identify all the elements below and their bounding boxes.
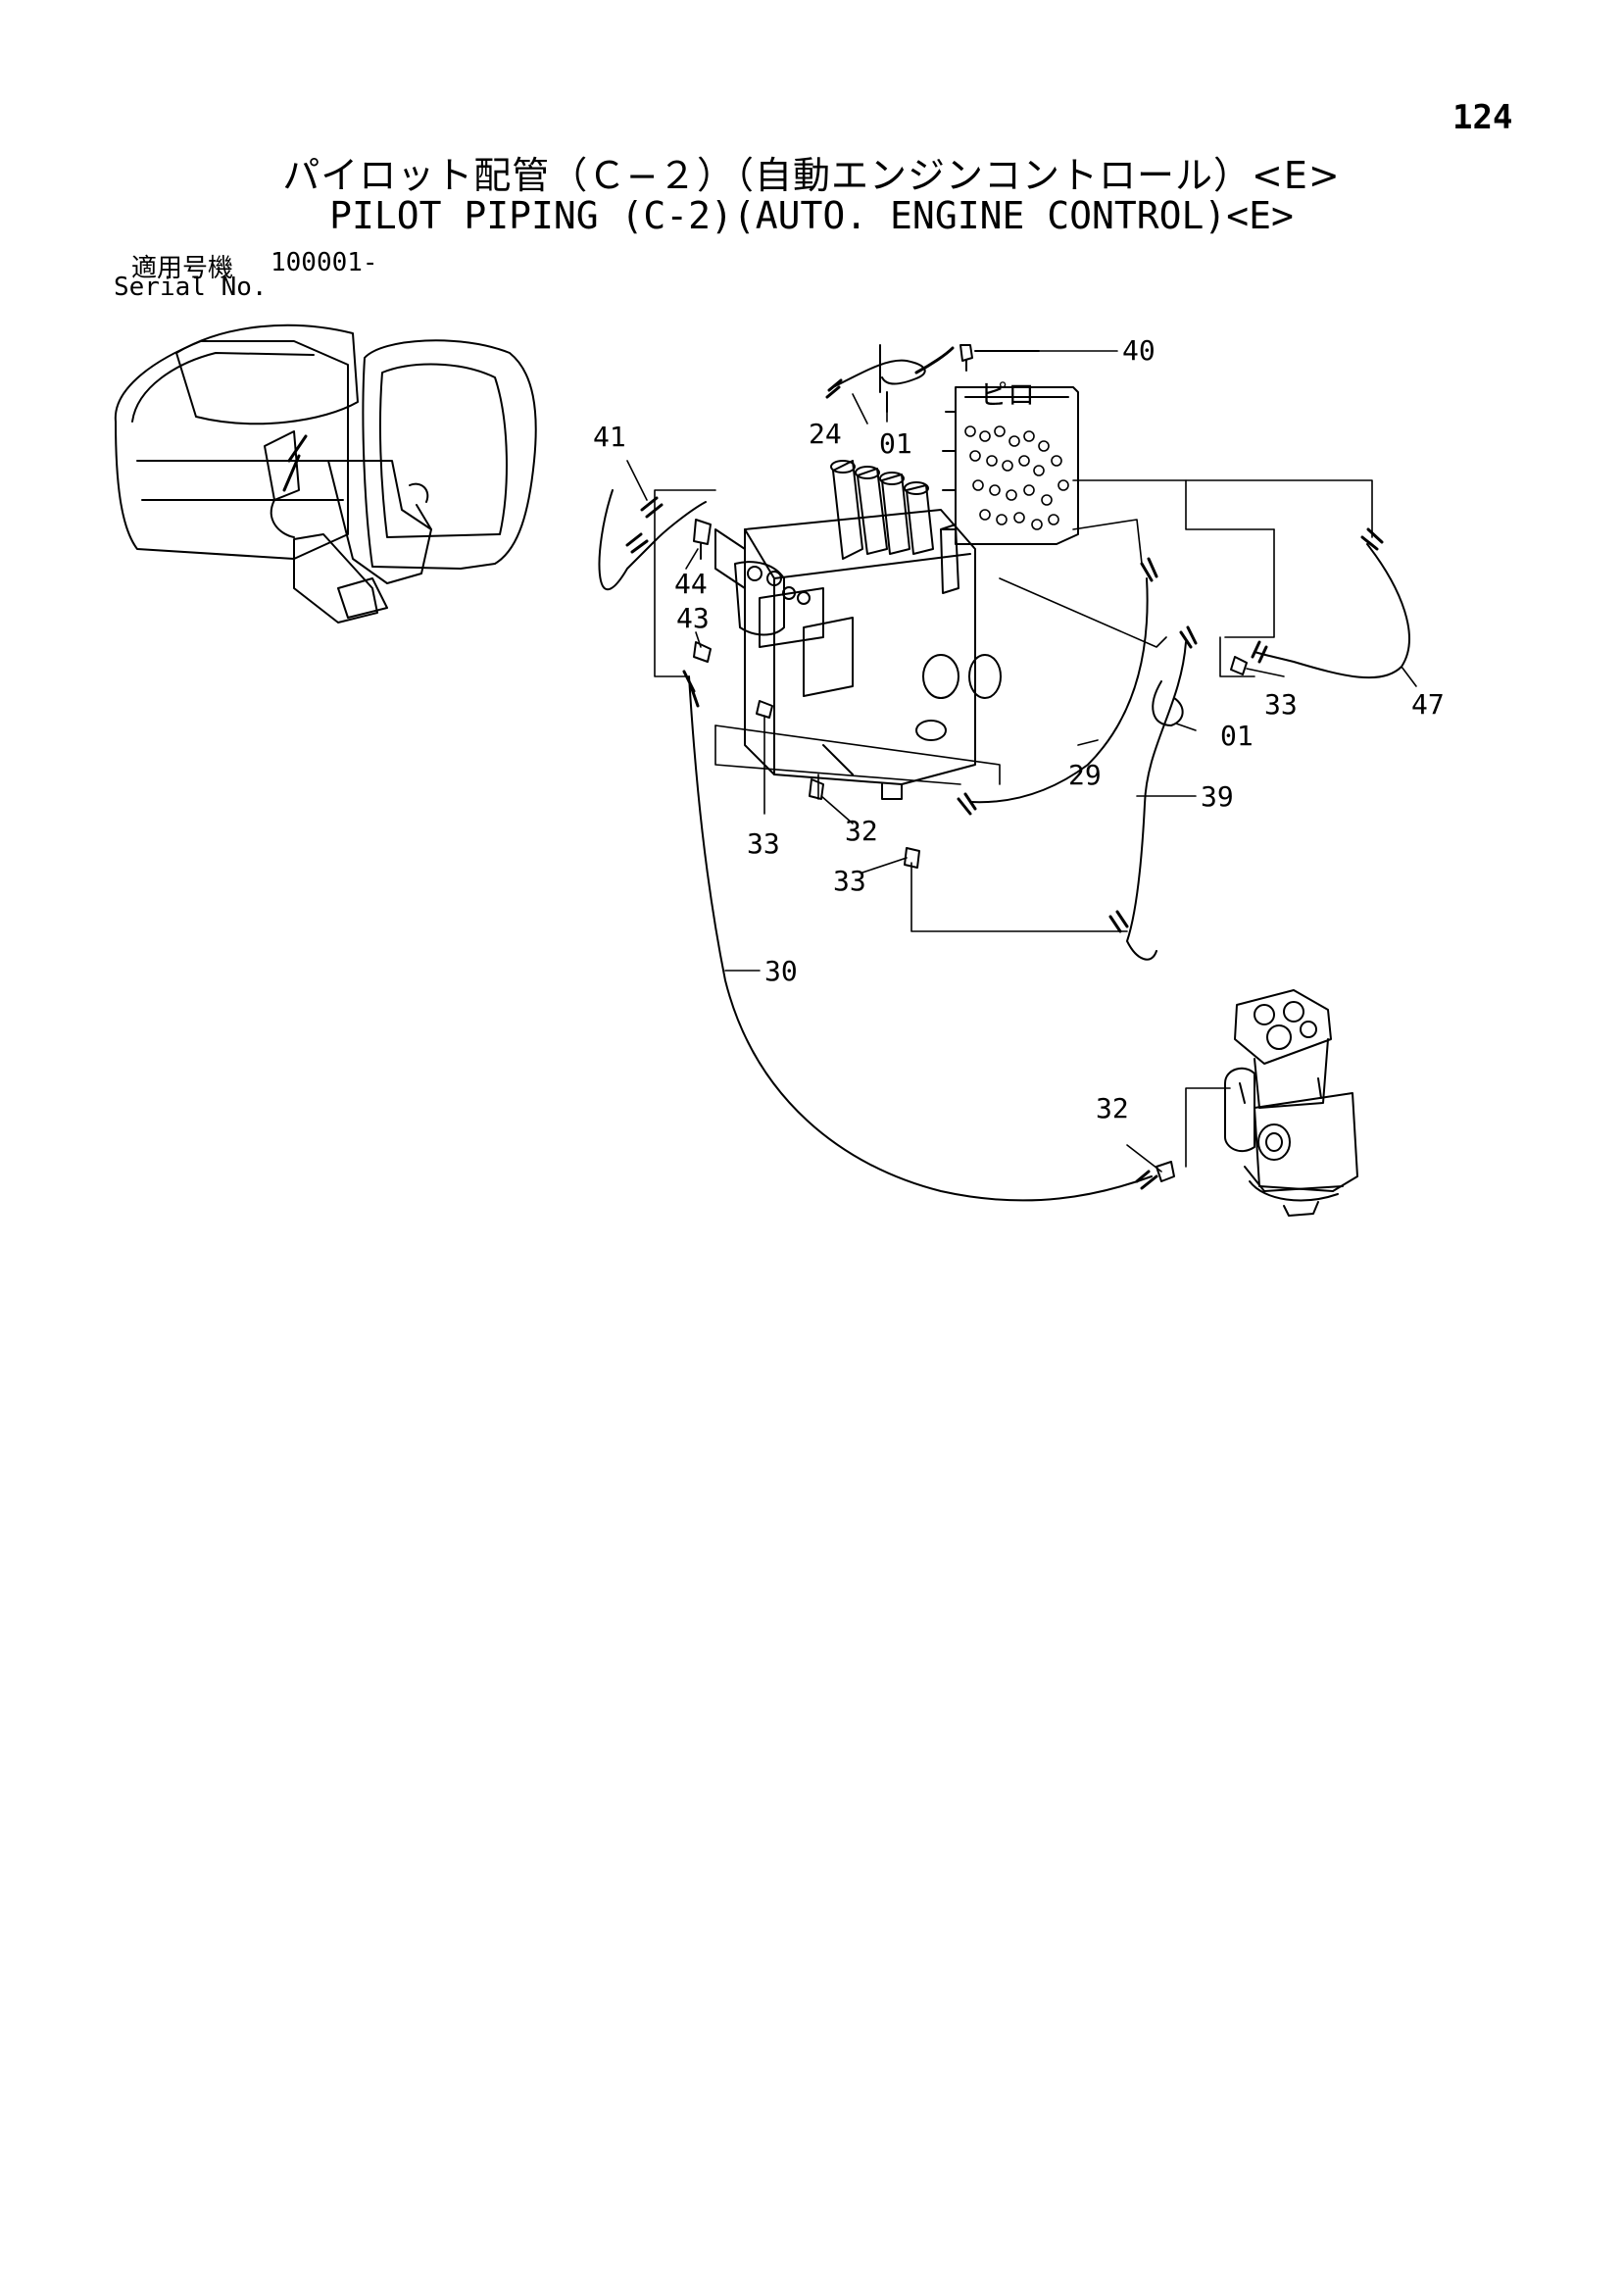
callout-47: 47 (1411, 688, 1445, 721)
svg-text:ピロ: ピロ (980, 378, 1035, 411)
callout-29: 29 (1068, 759, 1102, 791)
rotary-joint (1224, 989, 1358, 1217)
callout-32-right: 32 (1096, 1092, 1129, 1124)
control-valve (714, 460, 1002, 800)
callout-01-top: 01 (879, 427, 912, 460)
fitting-33-left (756, 700, 773, 719)
hose-29 (969, 577, 1149, 804)
serial-label-japanese: 適用号機 (131, 254, 234, 283)
callout-33-right: 33 (1264, 688, 1298, 721)
page-number: 124 (1452, 98, 1513, 137)
title-english: PILOT PIPING (C-2)(AUTO. ENGINE CONTROL)… (329, 194, 1294, 237)
hose-30 (688, 675, 1153, 1202)
hose-41 (598, 489, 707, 591)
serial-label-english: Serial No. (114, 273, 268, 302)
fitting-33-right (1230, 656, 1248, 675)
fitting-32-right (1156, 1161, 1175, 1182)
callout-39: 39 (1201, 780, 1234, 813)
callout-30: 30 (764, 955, 798, 987)
callout-32-center: 32 (845, 815, 878, 847)
serial-number-value: 100001- (270, 248, 378, 277)
callout-33-left: 33 (747, 827, 780, 860)
hose-47 (1254, 543, 1410, 679)
callout-44: 44 (674, 568, 708, 600)
callout-01-right: 01 (1220, 720, 1254, 752)
callout-24: 24 (809, 418, 842, 450)
callout-40: 40 (1122, 334, 1156, 367)
fitting-33-lower (904, 847, 920, 869)
solenoid-valve-block: ピロ (942, 378, 1079, 545)
callout-43: 43 (676, 602, 710, 634)
fitting-32-center (809, 778, 824, 800)
hose-39 (1126, 641, 1187, 961)
hose-01-loop (1152, 680, 1184, 726)
fitting-43 (693, 641, 712, 663)
title-japanese: パイロット配管（Ｃ−２）（自動エンジンコントロール）<E> (282, 154, 1341, 197)
reference-lines (654, 479, 1373, 1168)
callout-leaders (626, 350, 1417, 1173)
callout-33-lower: 33 (833, 865, 866, 897)
top-hose-assembly (825, 344, 1040, 413)
callout-labels: 40 24 01 41 44 43 33 47 01 29 39 33 32 3… (593, 334, 1445, 1124)
callout-41: 41 (593, 421, 626, 453)
excavator-overview (114, 324, 537, 624)
fitting-44 (693, 519, 712, 560)
